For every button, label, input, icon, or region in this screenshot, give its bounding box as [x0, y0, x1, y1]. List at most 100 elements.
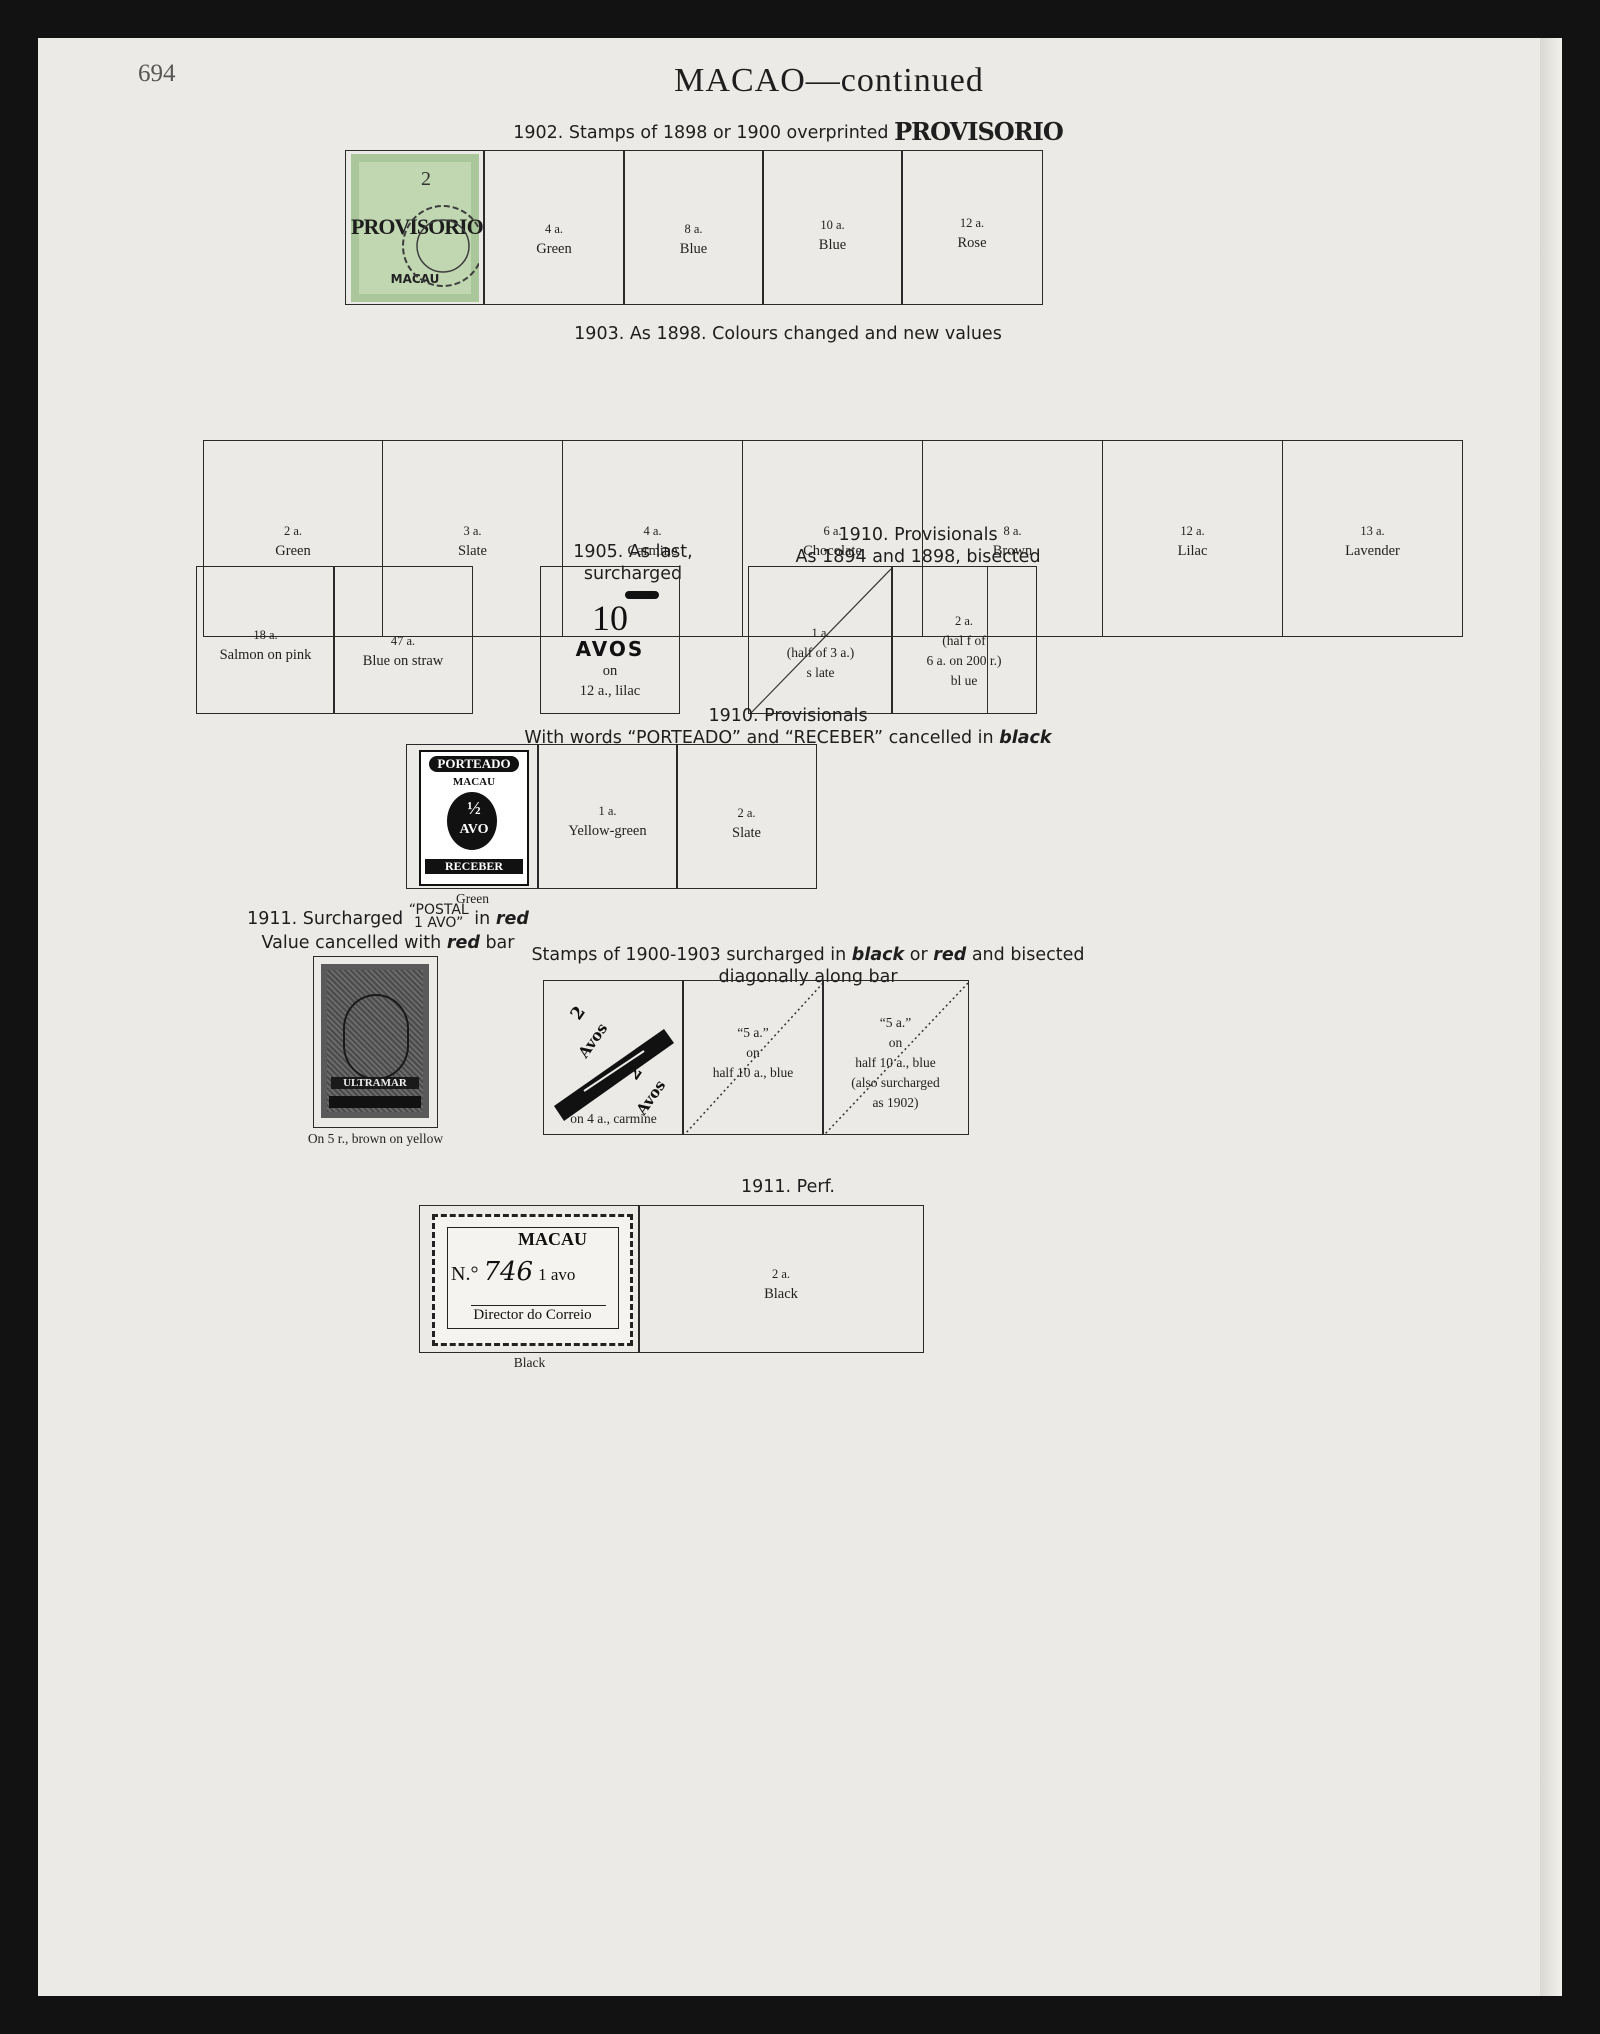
cell-value: 18 a.: [253, 628, 278, 642]
page-edge: [1540, 38, 1562, 1996]
page-title: MACAO—continued: [674, 62, 984, 99]
stamp-space-1911-perf-2a[interactable]: 2 a. Black: [638, 1205, 924, 1353]
postal-surcharge-sample: “POSTAL 1 AVO”: [408, 902, 469, 930]
cell-value: 2 a.: [283, 524, 303, 538]
section-1911-perf-heading: 1911. Perf.: [740, 1177, 835, 1197]
ultramar-text: ULTRAMAR: [331, 1077, 419, 1089]
porteado-stamp-illustration: PORTEADO MACAU ½ AVO RECEBER: [419, 750, 529, 886]
section-surcharged-bisected-heading: Stamps of 1900-1903 surcharged in black …: [528, 944, 1088, 988]
perf-prefix: N.°: [451, 1263, 479, 1285]
cell-color: Green: [536, 241, 572, 257]
section-1910-porteado-heading: 1910. Provisionals With words “PORTEADO”…: [338, 705, 1238, 749]
porteado-bottom: RECEBER: [425, 859, 523, 874]
stamp-value: 2: [421, 168, 431, 190]
stamp-space-porteado-half-avo[interactable]: PORTEADO MACAU ½ AVO RECEBER: [406, 744, 539, 889]
heading-line-1a: 1911. Surcharged: [247, 909, 404, 929]
cell-color: Blue: [679, 241, 708, 257]
sample-line-1: “POSTAL: [408, 902, 469, 918]
heading-line-2: diagonally along bar: [718, 967, 898, 987]
stamp-space-1903-6[interactable]: 13 a. Lavender: [1282, 440, 1463, 637]
contribuicao-stamp-illustration: ULTRAMAR: [321, 964, 429, 1118]
cell-line3: half 10 a., blue: [712, 1065, 794, 1080]
cell-value: 2 a.: [771, 1267, 791, 1281]
provisorio-overprint-sample: PROVISORIO: [894, 117, 1064, 146]
perf-caption: Black: [513, 1355, 546, 1370]
cell-line4: (also surcharged: [851, 1075, 940, 1090]
heading-line-2a: Value cancelled with: [261, 933, 442, 953]
stamp-space-1911-postal[interactable]: ULTRAMAR: [313, 956, 438, 1128]
cell-value: 2 a.: [737, 806, 756, 820]
cell-value: 6 a.: [823, 524, 842, 538]
cell-value: 3 a.: [463, 524, 482, 538]
stamp-country: MACAU: [390, 272, 440, 286]
cell-color: Yellow-green: [568, 823, 647, 839]
cell-value: 8 a.: [1003, 524, 1022, 538]
perf-country: MACAU: [518, 1229, 587, 1249]
cell-line1: (hal f of: [942, 633, 986, 648]
stamp-space-1903-5[interactable]: 12 a.Lilac: [1102, 440, 1283, 637]
stamp-space-1911-perf-label[interactable]: MACAU N.° 746 1 avo Director do Correio: [419, 1205, 640, 1353]
bisect-surcharge-illustration: 2 Avos 2 Avos: [554, 1003, 674, 1121]
album-page: 694 MACAO—continued 1902. Stamps of 1898…: [38, 38, 1562, 1996]
cell-color: bl ue: [950, 673, 978, 688]
stamp-space-1902-12a[interactable]: 12 a.Rose: [901, 150, 1043, 305]
section-1902-heading-text: 1902. Stamps of 1898 or 1900 overprinted: [513, 123, 889, 143]
heading-line-1d: red: [933, 945, 967, 965]
cell-color: Chocolate: [803, 543, 862, 559]
cell-line1: “5 a.”: [879, 1015, 912, 1030]
stamp-space-18a[interactable]: 18 a.Salmon on pink: [196, 566, 335, 714]
cell-value: 4 a.: [643, 524, 662, 538]
cell-line2: on: [746, 1045, 760, 1060]
cell-color: Lavender: [1345, 543, 1400, 559]
stamp-space-5a-on-half-10a-also[interactable]: “5 a.” on half 10 a., blue (also surchar…: [822, 980, 969, 1135]
stamp-space-1903-3[interactable]: 6 a. Chocolate: [742, 440, 923, 637]
stamp-space-bisect-2a[interactable]: 2 a. (hal f of 6 a. on 200 r.) bl ue: [891, 566, 1037, 714]
cell-color: Lilac: [1177, 543, 1208, 559]
heading-line-1e: and bisected: [971, 945, 1085, 965]
heading-line-2b: black: [999, 728, 1052, 748]
cell-value: 10 a.: [820, 218, 845, 232]
cell-line1: “5 a.”: [737, 1025, 769, 1040]
stamp-space-1902-8a[interactable]: 8 a.Blue: [623, 150, 764, 305]
cell-value: 1 a.: [811, 626, 830, 640]
cell-value: 47 a.: [390, 634, 416, 648]
bisect-dotted-diagonal: [684, 982, 824, 1135]
heading-line-1: 1910. Provisionals: [838, 525, 998, 545]
surcharge-value: 10: [592, 598, 628, 638]
stamp-space-1902-10a[interactable]: 10 a.Blue: [762, 150, 903, 305]
cell-color: Green: [275, 543, 311, 559]
cell-color: Blue on straw: [362, 653, 444, 669]
heading-line-2c: bar: [485, 933, 515, 953]
cell-line2: 6 a. on 200 r.): [926, 653, 1002, 668]
cell-color: Black: [764, 1286, 798, 1302]
cell-value: 4 a.: [544, 222, 564, 236]
porteado-fraction: ½: [467, 798, 481, 818]
stamp-space-bisect-1a[interactable]: 1 a. (half of 3 a.) s late: [748, 566, 893, 714]
stamp-space-5a-on-half-10a[interactable]: “5 a.” on half 10 a., blue: [682, 980, 824, 1135]
porteado-oval: [447, 792, 497, 850]
cell-line1: (half of 3 a.): [786, 645, 855, 660]
porteado-top: PORTEADO: [429, 756, 519, 772]
section-1903-heading: 1903. As 1898. Colours changed and new v…: [574, 324, 1002, 344]
stamp-provisorio-green: 2 PROVISORIO MACAU: [351, 154, 484, 302]
page-number: 694: [138, 60, 176, 87]
heading-line-1c: red: [495, 909, 529, 929]
perf-label-illustration: MACAU N.° 746 1 avo Director do Correio: [432, 1214, 633, 1346]
red-cancel-bar: [329, 1096, 421, 1108]
postal-caption: On 5 r., brown on yellow: [307, 1131, 444, 1146]
cell-base: 12 a., lilac: [579, 683, 641, 699]
perf-value: 1 avo: [538, 1265, 576, 1284]
stamp-space-porteado-2a[interactable]: 2 a.Slate: [676, 744, 817, 889]
stamp-space-2avos-on-4a[interactable]: 2 Avos 2 Avos on 4 a., carmine: [543, 980, 684, 1135]
section-1905-heading: 1905. As last, surcharged: [573, 542, 693, 584]
heading-line-1c: or: [909, 945, 928, 965]
cell-color: Rose: [957, 235, 987, 251]
heading-line-2: As 1894 and 1898, bisected: [795, 547, 1041, 567]
stamp-space-porteado-1a[interactable]: 1 a.Yellow-green: [537, 744, 678, 889]
stamp-space-47a[interactable]: 47 a. Blue on straw: [333, 566, 473, 714]
cell-color: Brown: [992, 543, 1033, 559]
stamp-space-1902-2a[interactable]: 2 PROVISORIO MACAU: [345, 150, 485, 305]
cell-value: 13 a.: [1360, 524, 1385, 538]
stamp-space-1902-4a[interactable]: 4 a. Green: [483, 150, 625, 305]
